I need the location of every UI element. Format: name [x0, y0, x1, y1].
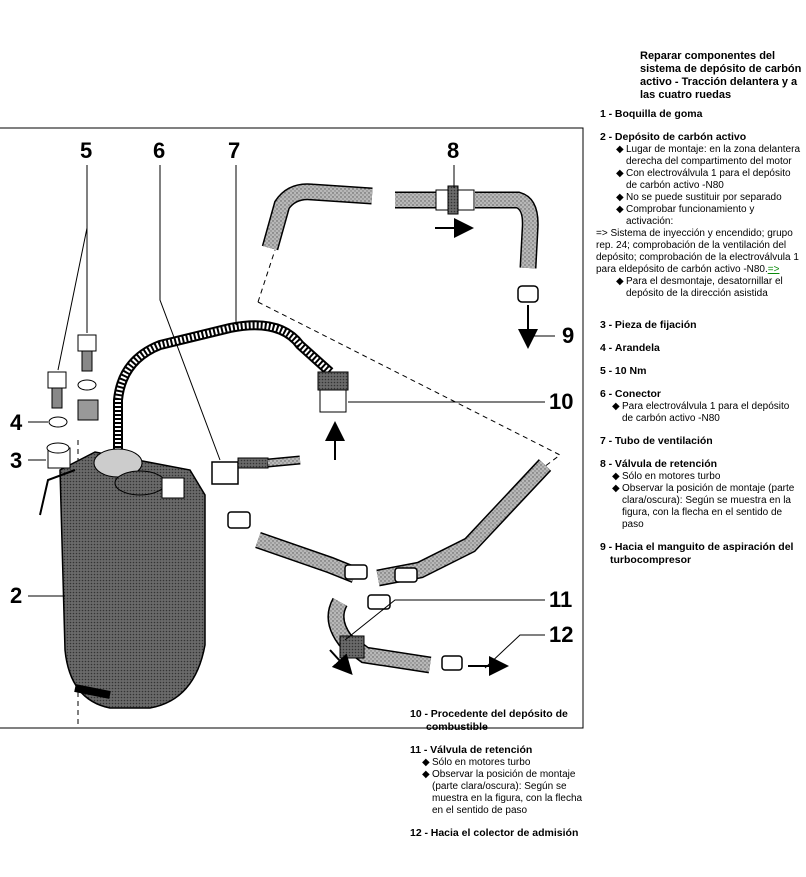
- callout-11: 11: [549, 587, 572, 612]
- callout-7: 7: [228, 138, 240, 163]
- diamond-bullet-icon: ◆: [616, 204, 624, 215]
- legend-item-11: 11 - Válvula de retención ◆Sólo en motor…: [410, 744, 583, 816]
- clamp-9: [517, 285, 539, 303]
- legend-item-2: 2 - Depósito de carbón activo ◆Lugar de …: [596, 131, 801, 299]
- diamond-bullet-icon: ◆: [616, 276, 624, 287]
- callout-12: 12: [549, 622, 573, 647]
- screw-right: [77, 334, 99, 421]
- callout-6: 6: [153, 138, 165, 163]
- check-valve-8: [435, 185, 475, 215]
- page-title: Reparar componentes del sistema de depós…: [640, 50, 802, 101]
- fitting-10: [317, 371, 349, 413]
- legend-item-3: 3 - Pieza de fijación: [600, 319, 697, 331]
- diagram-frame: [0, 127, 584, 729]
- callout-5: 5: [80, 138, 92, 163]
- callout-8: 8: [447, 138, 459, 163]
- hose-lower: [255, 459, 552, 674]
- legend-item-9: 9 - Hacia el manguito de aspiración del …: [600, 541, 794, 566]
- diamond-bullet-icon: ◆: [616, 168, 624, 179]
- callout-2: 2: [10, 583, 22, 608]
- check-valve-11: [339, 635, 365, 659]
- callout-3: 3: [10, 448, 22, 473]
- diamond-bullet-icon: ◆: [422, 757, 430, 768]
- legend-item-5: 5 - 10 Nm: [600, 365, 647, 377]
- legend-item-7: 7 - Tubo de ventilación: [600, 435, 713, 447]
- diamond-bullet-icon: ◆: [616, 144, 624, 155]
- legend-item-8: 8 - Válvula de retención ◆Sólo en motore…: [600, 458, 795, 530]
- legend-item-12: 12 - Hacia el colector de admisión: [410, 827, 579, 839]
- diamond-bullet-icon: ◆: [612, 483, 620, 494]
- legend-item-1: 1 - Boquilla de goma: [600, 108, 703, 120]
- diamond-bullet-icon: ◆: [422, 769, 430, 780]
- diamond-bullet-icon: ◆: [616, 192, 624, 203]
- diamond-bullet-icon: ◆: [612, 471, 620, 482]
- reference-link[interactable]: =>: [767, 264, 780, 275]
- diamond-bullet-icon: ◆: [612, 401, 620, 412]
- connector-6: [211, 455, 301, 485]
- callout-10: 10: [549, 389, 573, 414]
- legend-item-4: 4 - Arandela: [600, 342, 660, 354]
- washer-4: [48, 416, 68, 428]
- legend-bottom: 10 - Procedente del depósito de combusti…: [410, 708, 585, 851]
- callout-4: 4: [10, 410, 23, 435]
- callout-9: 9: [562, 323, 574, 348]
- fixing-piece-3: [46, 442, 70, 454]
- legend-right: 1 - Boquilla de goma 2 - Depósito de car…: [596, 108, 801, 577]
- legend-item-10: 10 - Procedente del depósito de combusti…: [410, 708, 568, 733]
- canister-2: [39, 448, 251, 709]
- legend-item-6: 6 - Conector ◆Para electroválvula 1 para…: [600, 388, 790, 424]
- screw-left: [47, 371, 67, 409]
